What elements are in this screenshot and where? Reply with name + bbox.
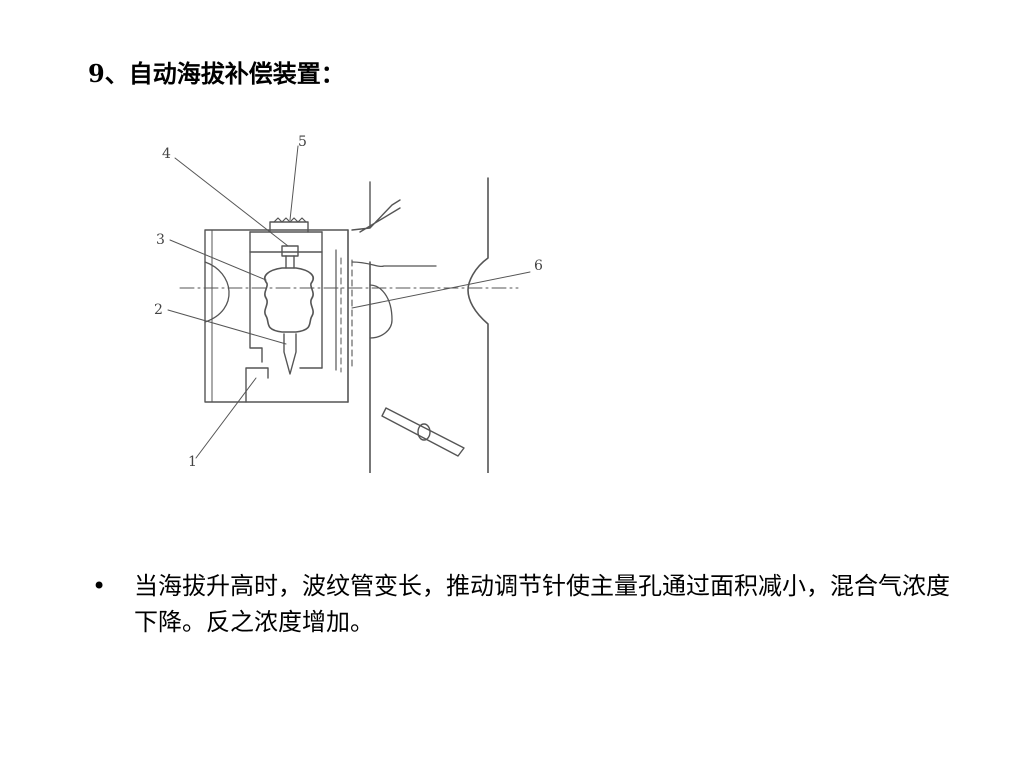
top-cap <box>269 221 309 233</box>
page-title: 9、自动海拔补偿装置： <box>88 59 345 88</box>
main-jet-channel <box>204 261 230 323</box>
carburetor-body <box>204 229 349 403</box>
adjust-screw <box>281 245 299 257</box>
metering-needle <box>283 333 297 375</box>
air-inlet <box>351 181 401 233</box>
altitude-compensation-diagram: 4 5 3 2 1 6 <box>150 128 560 473</box>
bullet-list: • 当海拔升高时，波纹管变长，推动调节针使主量孔通过面积减小，混合气浓度下降。反… <box>92 568 972 640</box>
bellows-chamber <box>249 251 323 369</box>
part-label-2: 2 <box>154 302 163 318</box>
bellows <box>264 267 314 333</box>
part-label-5: 5 <box>298 134 307 150</box>
part-label-1: 1 <box>188 454 197 470</box>
part-label-6: 6 <box>534 258 543 274</box>
bullet-marker: • <box>92 572 107 600</box>
throttle-valve <box>381 407 465 457</box>
body-lower-step <box>245 367 323 403</box>
part-label-3: 3 <box>156 232 165 248</box>
part-label-4: 4 <box>162 146 171 162</box>
venturi-wall <box>467 177 489 473</box>
bullet-text: 当海拔升高时，波纹管变长，推动调节针使主量孔通过面积减小，混合气浓度下降。反之浓… <box>134 572 950 636</box>
bullet-item: • 当海拔升高时，波纹管变长，推动调节针使主量孔通过面积减小，混合气浓度下降。反… <box>92 568 972 640</box>
